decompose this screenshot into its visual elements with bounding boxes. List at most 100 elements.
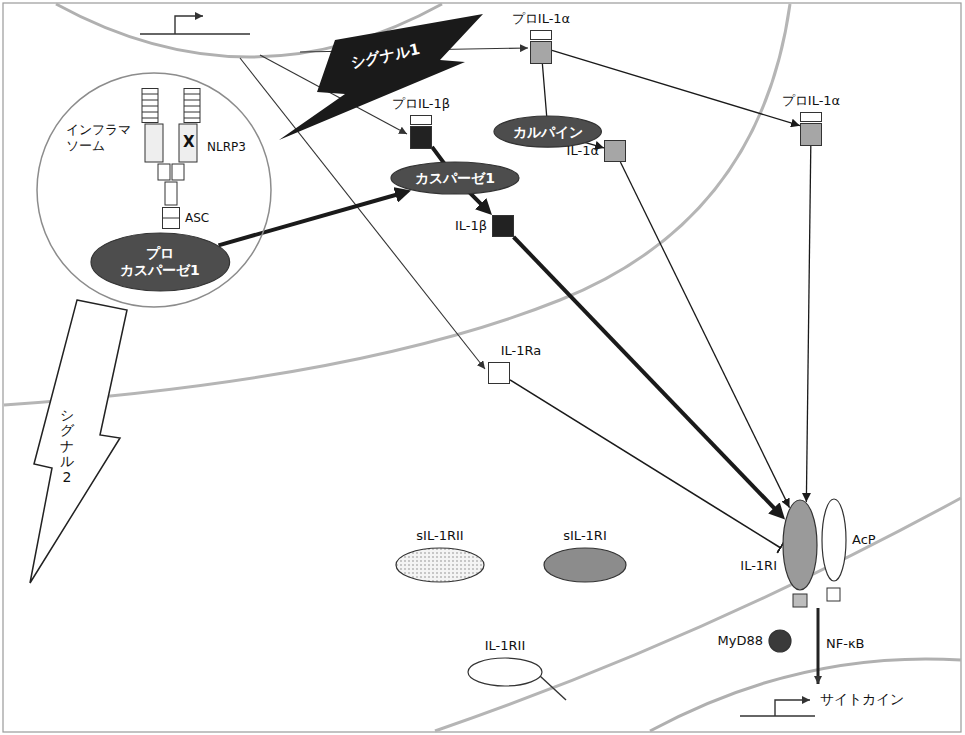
signal-bolt: シグナル1 [275,12,485,142]
cytokine-square: IL-1α [604,140,626,162]
lrr-stripe [142,100,158,101]
mature-domain [801,124,822,146]
protein-square [605,141,626,162]
shape-outline [768,629,792,653]
node-text: MyD88 [718,633,763,649]
soluble-receptor: sIL-1RI [543,547,627,583]
inflammasome-circle: インフラマ ソームNLRP3ASCプロ カスパーゼ1 [36,72,272,308]
receptor-anchor [540,676,566,700]
gene-product: サイトカイン [820,691,904,708]
signal-arrow [817,608,820,684]
ellipse-shape [783,500,817,590]
protein-icon: プロIL-1β [410,115,432,149]
cell-membrane [4,4,790,405]
mature-domain [411,127,432,149]
shape-outline [782,499,818,591]
node-text: AcP [852,532,876,548]
node-text: ASC [185,211,209,225]
shape-outline [604,140,626,162]
mutation-mark: X [183,133,195,151]
shape-outline [162,207,180,229]
ellipse-shape [494,116,601,147]
ellipse-shape [544,548,626,582]
mature-domain [531,42,552,64]
shape-outline [530,30,552,64]
node-text: プロ カスパーゼ1 [114,245,206,279]
lrr-stripe [142,112,158,113]
shape-outline [22,300,132,585]
node-text: IL-1RI [740,558,777,574]
figure-frame [3,3,961,732]
lrr-stripe [184,94,200,95]
shape-outline [275,12,485,142]
lrr-stripe [184,100,200,101]
ellipse-shape [391,162,519,194]
pyd-domain [158,164,170,180]
receptor-ellipse: AcP [821,498,847,582]
adaptor-circle: MyD88 [768,629,792,653]
lrr-domain [184,89,200,123]
soluble-receptor: sIL-1RII [395,547,485,583]
node-text: sIL-1RI [563,528,606,544]
connector-arrow [620,162,789,508]
node-text: カスパーゼ1 [415,170,495,187]
pathway-name: NF-κB [826,636,864,652]
lrr-stripe [142,94,158,95]
connector-arrow [218,193,403,246]
node-text: sIL-1RII [416,528,463,544]
ellipse-shape [822,499,846,581]
connector-arrow [514,237,780,514]
protein-square [493,216,514,237]
propeptide-block [531,31,552,40]
protein-icon: プロIL-1α [800,112,822,146]
enzyme-ellipse: カスパーゼ1 [390,161,520,195]
decoy-receptor: IL-1RII [467,657,543,687]
shape-outline [821,498,847,582]
antagonist-square: IL-1Ra [488,362,510,384]
node-text: カルパイン [513,124,583,141]
receptor-ellipse: IL-1RI [782,499,818,591]
shape-outline [492,215,514,237]
nacht-domain [145,124,163,162]
ellipse-shape [91,233,230,291]
nucleus-envelope [650,659,961,731]
tir-domain [827,588,840,601]
cell-membrane [435,498,961,731]
linker-block [165,182,177,205]
ellipse-shape [468,658,542,686]
connector-arrow [806,146,810,502]
node-text: シグナル2 [60,408,74,485]
ellipse-shape [396,548,484,582]
node-text: IL-1Ra [501,343,542,359]
tir-domain [793,594,807,607]
complex-outline [37,73,271,307]
lrr-stripe [184,118,200,119]
propeptide-block [801,113,822,122]
protein-icon: プロIL-1α [530,30,552,64]
node-text: NLRP3 [207,140,246,154]
shape-outline [410,115,432,149]
transcription-arrow [775,700,810,716]
lrr-stripe [142,106,158,107]
gene-line [740,715,815,716]
gene-line [140,33,250,34]
shape-outline [395,547,485,583]
enzyme-ellipse: プロ カスパーゼ1 [90,232,231,292]
node-text: プロIL-1α [782,93,840,109]
node-text: IL-1RII [485,638,526,654]
shape-outline [800,112,822,146]
nacht-domain [179,124,197,162]
node-text: プロIL-1β [392,96,450,112]
propeptide-block [411,116,432,125]
transcription-arrow [175,16,203,34]
shape-outline [543,547,627,583]
ellipse-shape [769,630,791,652]
connector-arrow [552,50,800,125]
lrr-domain [142,89,158,123]
asc-box [163,208,180,229]
shape-outline [467,657,543,687]
node-text: IL-1α [567,143,599,159]
adaptor-box: ASC [162,207,180,229]
node-text: プロIL-1α [512,11,570,27]
